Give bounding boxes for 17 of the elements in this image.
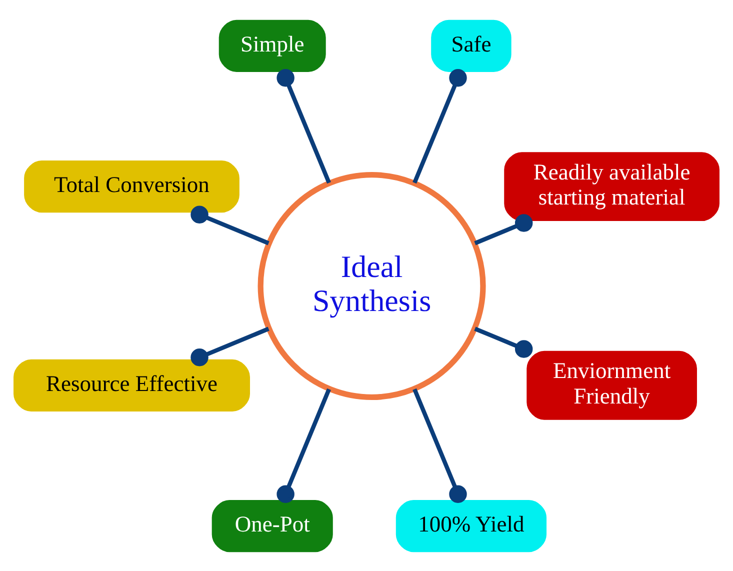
node-circle: Ideal Synthesis [258,171,486,400]
connector [190,326,270,366]
node-box: Readily available starting material [504,152,720,221]
connector [412,388,467,503]
node-box: Resource Effective [14,358,250,411]
connector [276,68,331,184]
node-box: Total Conversion [24,160,240,212]
node-box: Safe [431,19,512,72]
connector [412,68,467,184]
node-box: One-Pot [212,500,333,552]
connector [276,388,331,503]
node-box: Enviornment Friendly [526,350,697,420]
connector [474,326,533,358]
connector [474,214,533,245]
node-box: Simple [218,19,326,72]
connector [190,205,270,245]
node-box: 100% Yield [396,500,547,552]
